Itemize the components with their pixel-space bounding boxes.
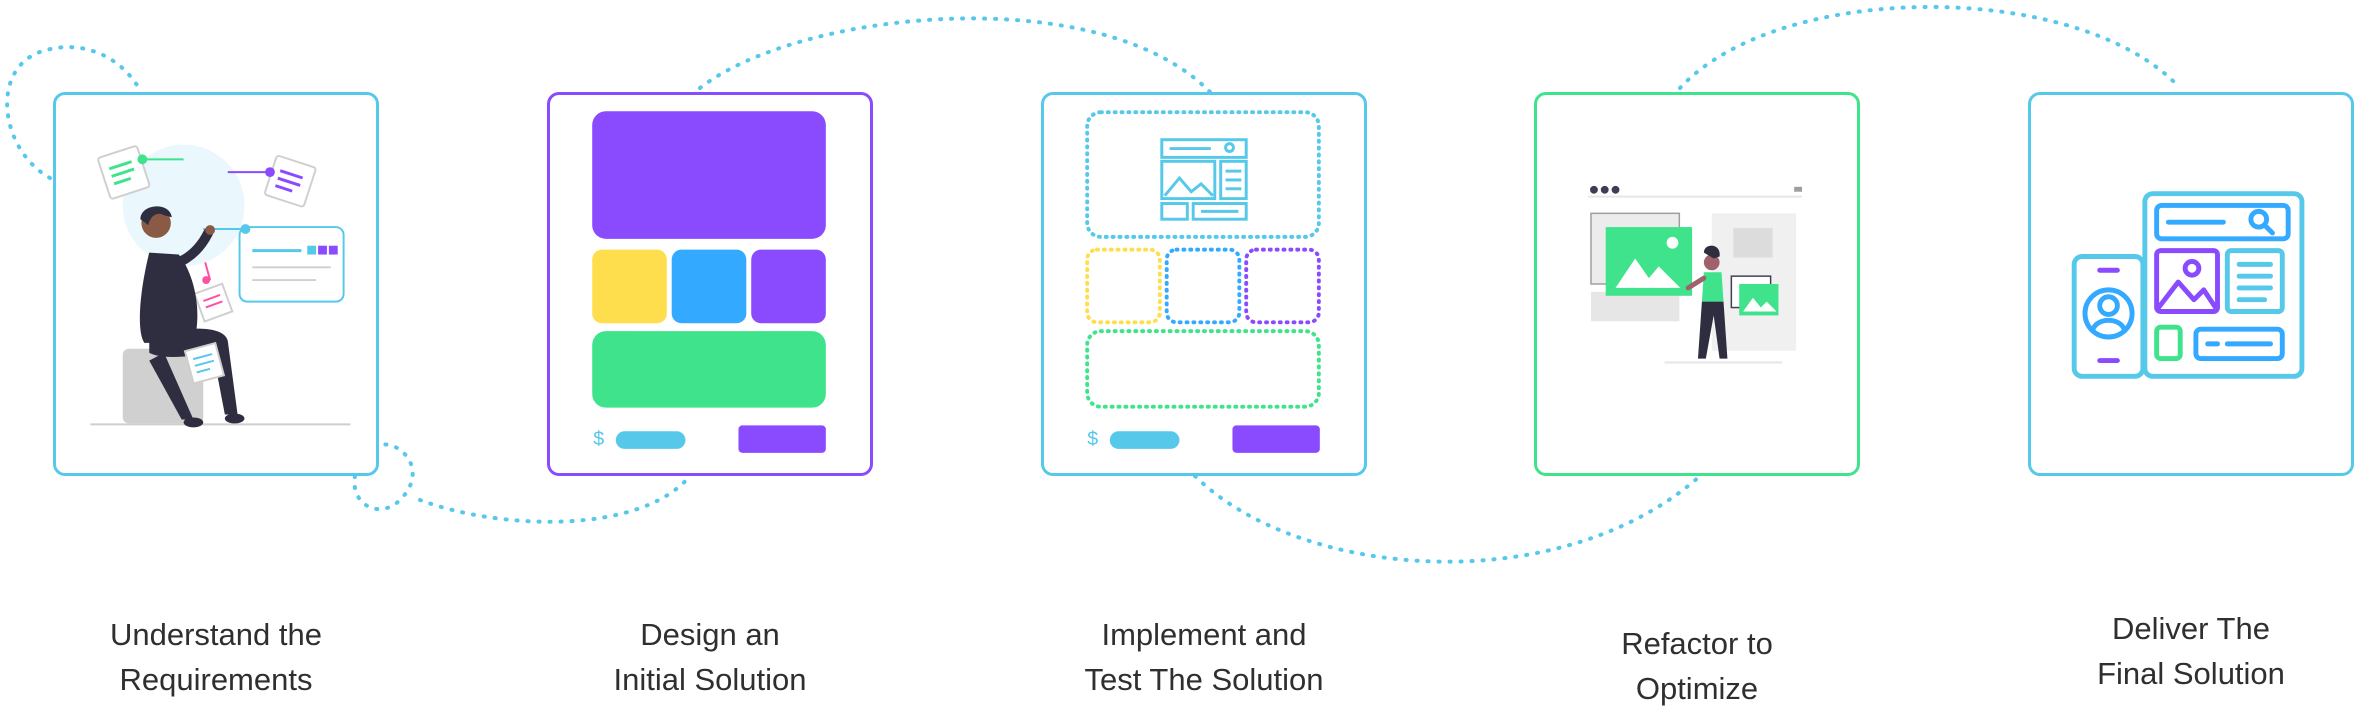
caption-line: Initial Solution <box>613 662 807 697</box>
caption-line: Requirements <box>119 662 313 697</box>
step-caption-implement: Implement and Test The Solution <box>1041 612 1367 702</box>
step-caption-understand: Understand the Requirements <box>53 612 379 702</box>
price-symbol: $ <box>1087 428 1098 450</box>
caption-line: Optimize <box>1635 671 1759 706</box>
step-caption-design: Design an Initial Solution <box>547 612 873 702</box>
person-analyzing-requirements-illustration <box>90 144 351 428</box>
dashed-wireframe-illustration: $ <box>1085 110 1321 453</box>
caption-line: Implement and <box>1101 617 1307 652</box>
caption-line: Design an <box>640 617 780 652</box>
step-caption-deliver: Deliver The Final Solution <box>2028 606 2354 696</box>
step-card-deliver <box>2028 92 2354 476</box>
step-card-understand <box>53 92 379 476</box>
caption-line: Final Solution <box>2097 656 2285 691</box>
caption-line: Deliver The <box>2112 611 2270 646</box>
caption-line: Test The Solution <box>1084 662 1324 697</box>
step-card-refactor <box>1534 92 1860 476</box>
step-card-design: $ <box>547 92 873 476</box>
person-arranging-images-illustration <box>1588 185 1803 364</box>
phone-and-tablet-ui-illustration <box>2071 191 2305 379</box>
price-symbol: $ <box>593 428 604 450</box>
caption-line: Understand the <box>110 617 322 652</box>
step-caption-refactor: Refactor to Optimize <box>1534 621 1860 711</box>
wireframe-layout-illustration: $ <box>592 111 826 453</box>
step-card-implement: $ <box>1041 92 1367 476</box>
caption-line: Refactor to <box>1621 626 1773 661</box>
